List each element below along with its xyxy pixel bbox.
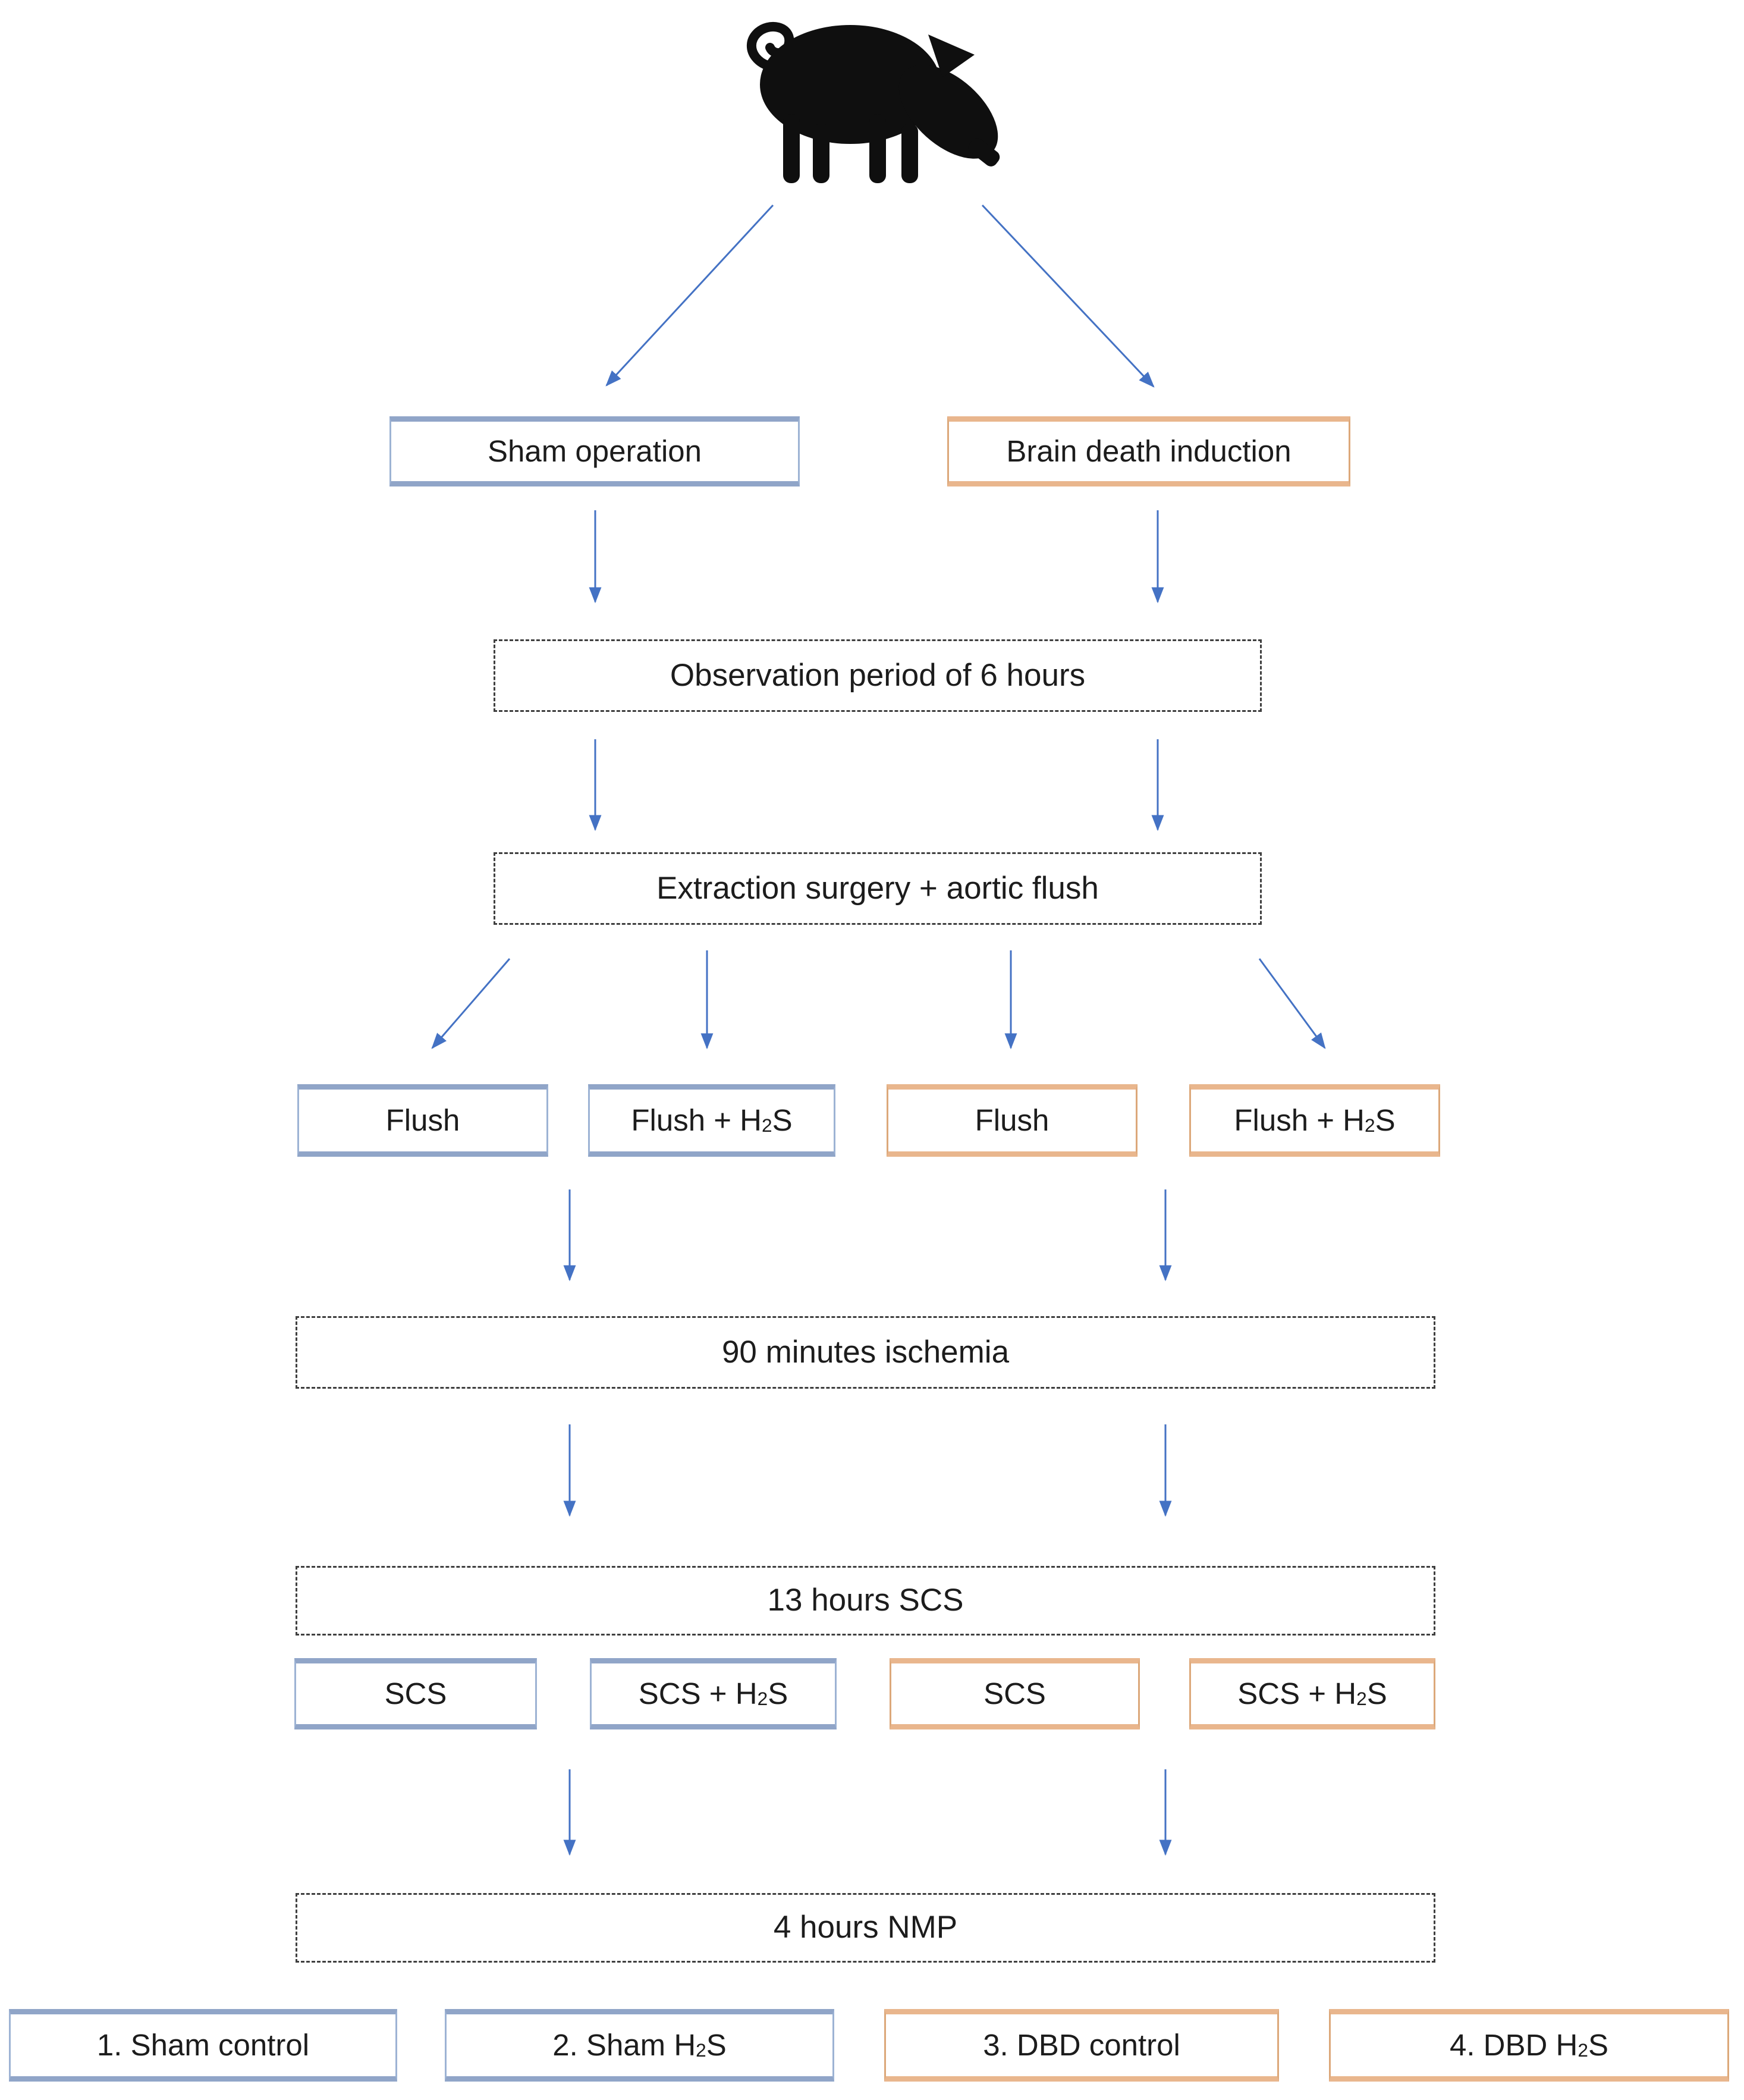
brain-death-induction-label: Brain death induction	[1006, 434, 1291, 468]
sham-operation-label: Sham operation	[487, 434, 702, 468]
subscript: 2	[1365, 1115, 1375, 1137]
scs-box-sham-control: SCS	[294, 1658, 537, 1729]
subscript: 2	[1356, 1688, 1367, 1710]
scs-13-hours-box: 13 hours SCS	[296, 1566, 1435, 1636]
subscript: 2	[696, 2039, 706, 2061]
group-label: 1. Sham control	[96, 2027, 310, 2062]
extraction-surgery-box: Extraction surgery + aortic flush	[494, 852, 1262, 925]
group-box-dbd-control: 3. DBD control	[884, 2009, 1279, 2082]
arrow-pig-to-sham	[605, 204, 774, 387]
flush-label: Flush	[975, 1103, 1049, 1137]
pig-leg	[901, 124, 918, 183]
label-suffix: S	[768, 1676, 788, 1710]
subscript: 2	[1578, 2039, 1588, 2061]
group-box-sham-control: 1. Sham control	[9, 2009, 397, 2082]
scs-13-hours-label: 13 hours SCS	[767, 1583, 964, 1618]
nmp-label: 4 hours NMP	[773, 1910, 958, 1945]
arrow-pig-to-dbd	[981, 204, 1155, 388]
group-label: 4. DBD H	[1449, 2027, 1578, 2062]
observation-period-label: Observation period of 6 hours	[670, 657, 1086, 693]
pig-head	[898, 65, 998, 159]
flush-h2s-label: Flush + H	[1234, 1103, 1365, 1137]
extraction-surgery-label: Extraction surgery + aortic flush	[656, 870, 1099, 906]
sham-operation-box: Sham operation	[389, 416, 800, 486]
scs-h2s-label: SCS + H	[1237, 1676, 1357, 1710]
pig-leg	[869, 114, 886, 183]
flush-label: Flush	[385, 1103, 460, 1137]
scs-box-dbd-control: SCS	[890, 1658, 1140, 1729]
scs-label: SCS	[384, 1676, 447, 1710]
observation-period-box: Observation period of 6 hours	[494, 639, 1262, 712]
arrow-extraction-to-flush-1	[431, 958, 511, 1049]
label-suffix: S	[1366, 1676, 1387, 1710]
brain-death-induction-box: Brain death induction	[947, 416, 1350, 486]
label-suffix: S	[1375, 1103, 1396, 1137]
scs-label: SCS	[983, 1676, 1046, 1710]
pig-leg	[813, 124, 829, 183]
flush-box-sham-control: Flush	[297, 1084, 548, 1157]
nmp-box: 4 hours NMP	[296, 1893, 1435, 1963]
ischemia-label: 90 minutes ischemia	[721, 1334, 1010, 1370]
subscript: 2	[762, 1115, 772, 1137]
ischemia-box: 90 minutes ischemia	[296, 1316, 1435, 1389]
pig-snout	[968, 138, 1000, 167]
pig-icon	[746, 21, 1000, 183]
arrow-extraction-to-flush-4	[1258, 958, 1326, 1049]
scs-h2s-label: SCS + H	[638, 1676, 758, 1710]
pig-leg	[783, 114, 800, 183]
label-suffix: S	[1588, 2027, 1608, 2062]
group-label: 3. DBD control	[983, 2027, 1180, 2062]
label-suffix: S	[772, 1103, 793, 1137]
flush-box-dbd-control: Flush	[887, 1084, 1137, 1157]
pig-body	[760, 25, 941, 144]
subscript: 2	[757, 1688, 768, 1710]
label-suffix: S	[706, 2027, 727, 2062]
group-label: 2. Sham H	[552, 2027, 696, 2062]
flush-h2s-label: Flush + H	[631, 1103, 762, 1137]
pig-ear	[928, 34, 975, 77]
